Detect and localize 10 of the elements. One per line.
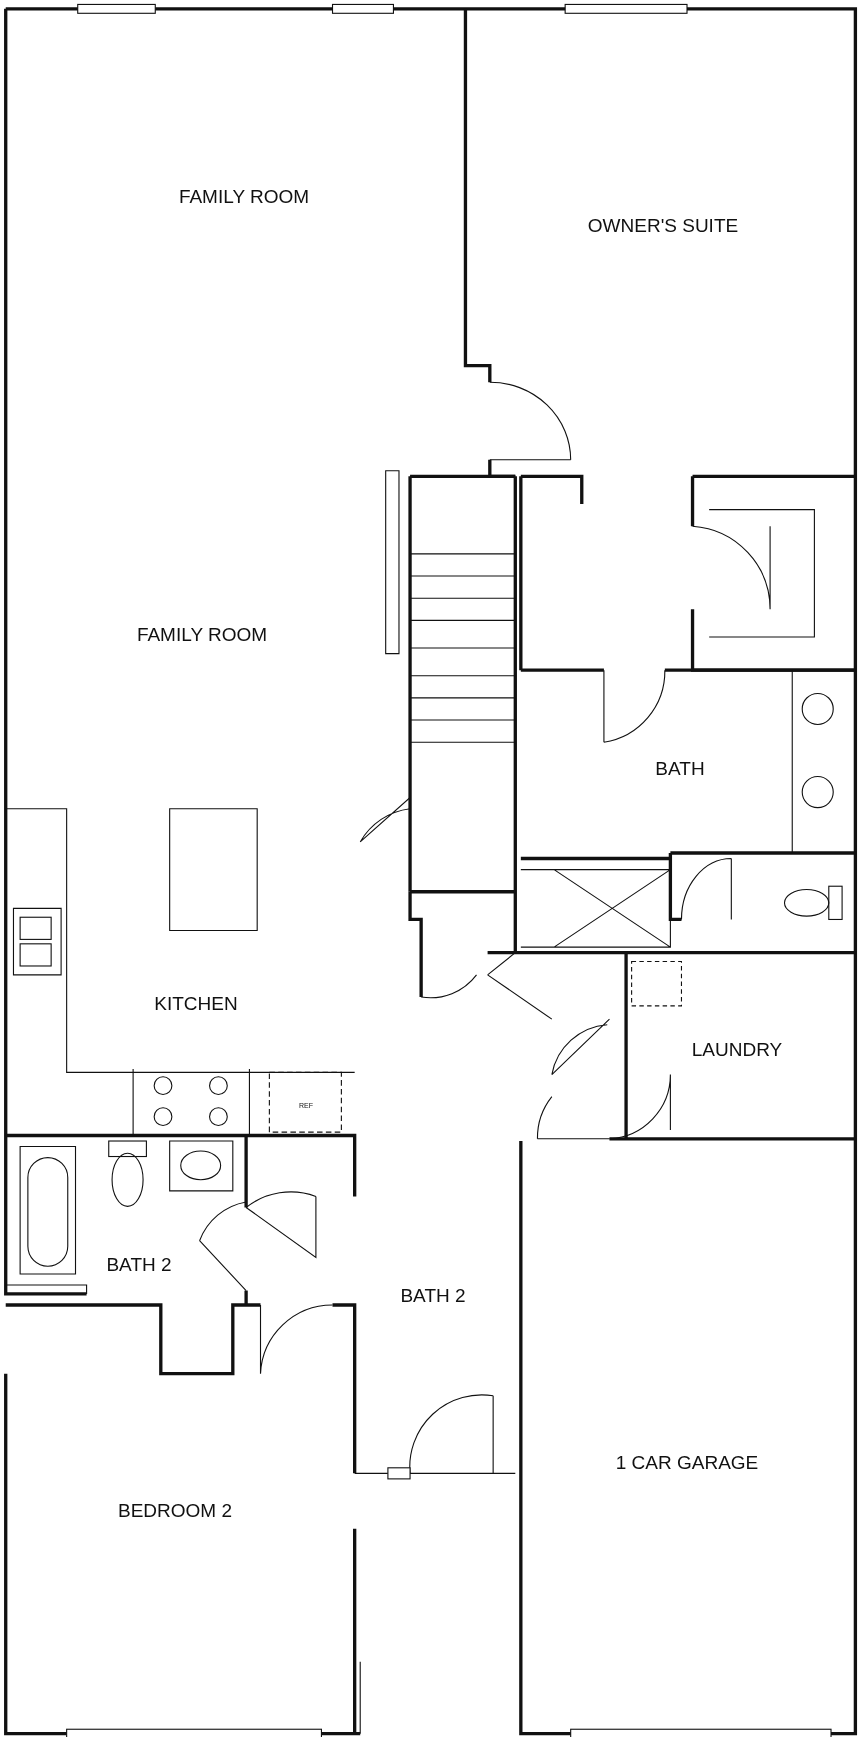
room-label: BATH 2 [106, 1252, 172, 1277]
room-label: 1 CAR GARAGE [615, 1450, 759, 1475]
room-label: OWNER'S SUITE [587, 213, 739, 238]
room-label: FAMILY ROOM [136, 622, 268, 647]
room-label: BEDROOM 2 [118, 1498, 232, 1523]
room-label: FAMILY ROOM [178, 184, 310, 209]
room-label: KITCHEN [154, 991, 238, 1016]
room-label: LAUNDRY [691, 1037, 783, 1062]
room-label: BATH [655, 756, 705, 781]
room-label: BATH 2 [400, 1283, 466, 1308]
